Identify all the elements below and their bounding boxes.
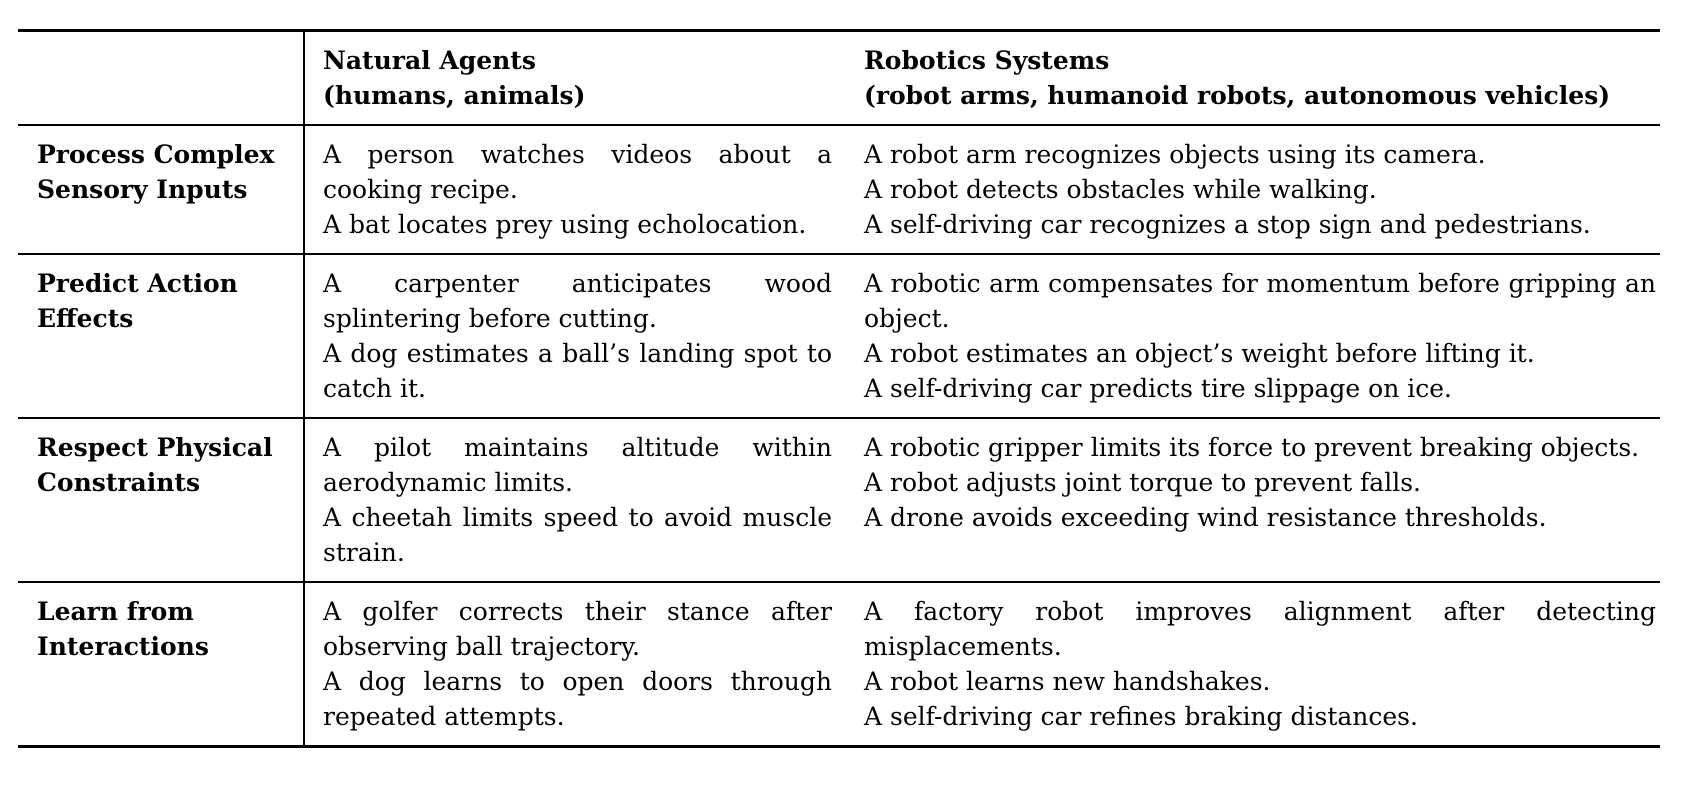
column-subtitle: (robot arms, humanoid robots, autonomous… <box>864 81 1611 110</box>
row-capability-label: Process Complex Sensory Inputs <box>37 140 275 204</box>
example-sentence: A carpenter anticipates wood splintering… <box>323 269 832 333</box>
column-header-robotics-systems: Robotics Systems (robot arms, humanoid r… <box>848 32 1660 124</box>
comparison-table: Natural Agents (humans, animals) Robotic… <box>18 29 1660 748</box>
example-sentence: A golfer corrects their stance after obs… <box>323 597 832 661</box>
example-sentence: A drone avoids exceeding wind resistance… <box>864 503 1547 532</box>
column-title: Natural Agents <box>323 46 536 75</box>
robotics-systems-cell: A factory robot improves alignment after… <box>848 583 1660 745</box>
column-header-natural-agents: Natural Agents (humans, animals) <box>303 32 848 124</box>
example-sentence: A self-driving car refines braking dista… <box>864 702 1418 731</box>
natural-agents-cell: A person watches videos about a cooking … <box>303 126 848 253</box>
row-capability-label: Predict Action Effects <box>37 269 238 333</box>
example-sentence: A dog estimates a ball’s landing spot to… <box>323 339 832 403</box>
row-capability-label: Learn from Interactions <box>37 597 209 661</box>
table-body: Process Complex Sensory Inputs A person … <box>18 126 1660 745</box>
table-row: Process Complex Sensory Inputs A person … <box>18 126 1660 255</box>
robotics-systems-cell: A robot arm recognizes objects using its… <box>848 126 1660 253</box>
example-sentence: A robot estimates an object’s weight bef… <box>864 339 1535 368</box>
column-subtitle: (humans, animals) <box>323 81 586 110</box>
example-sentence: A pilot maintains altitude within aerody… <box>323 433 832 497</box>
example-sentence: A self-driving car recognizes a stop sig… <box>864 210 1591 239</box>
natural-agents-cell: A golfer corrects their stance after obs… <box>303 583 848 745</box>
column-header-capability <box>18 32 303 124</box>
example-sentence: A robot arm recognizes objects using its… <box>864 140 1486 169</box>
example-sentence: A factory robot improves alignment after… <box>864 597 1656 661</box>
table-row: Predict Action Effects A carpenter antic… <box>18 255 1660 419</box>
example-sentence: A robot adjusts joint torque to prevent … <box>864 468 1421 497</box>
example-sentence: A robotic arm compensates for momentum b… <box>864 269 1656 333</box>
example-sentence: A robotic gripper limits its force to pr… <box>864 433 1640 462</box>
natural-agents-cell: A pilot maintains altitude within aerody… <box>303 419 848 581</box>
table-row: Respect Physical Constraints A pilot mai… <box>18 419 1660 583</box>
natural-agents-cell: A carpenter anticipates wood splintering… <box>303 255 848 417</box>
column-title: Robotics Systems <box>864 46 1110 75</box>
example-sentence: A bat locates prey using echolocation. <box>323 210 807 239</box>
table-header-row: Natural Agents (humans, animals) Robotic… <box>18 32 1660 126</box>
robotics-systems-cell: A robotic arm compensates for momentum b… <box>848 255 1660 417</box>
example-sentence: A person watches videos about a cooking … <box>323 140 832 204</box>
robotics-systems-cell: A robotic gripper limits its force to pr… <box>848 419 1660 581</box>
example-sentence: A robot learns new handshakes. <box>864 667 1271 696</box>
row-capability-label: Respect Physical Constraints <box>37 433 273 497</box>
table-row: Learn from Interactions A golfer correct… <box>18 583 1660 745</box>
example-sentence: A robot detects obstacles while walking. <box>864 175 1377 204</box>
example-sentence: A dog learns to open doors through repea… <box>323 667 832 731</box>
example-sentence: A cheetah limits speed to avoid muscle s… <box>323 503 832 567</box>
example-sentence: A self-driving car predicts tire slippag… <box>864 374 1452 403</box>
